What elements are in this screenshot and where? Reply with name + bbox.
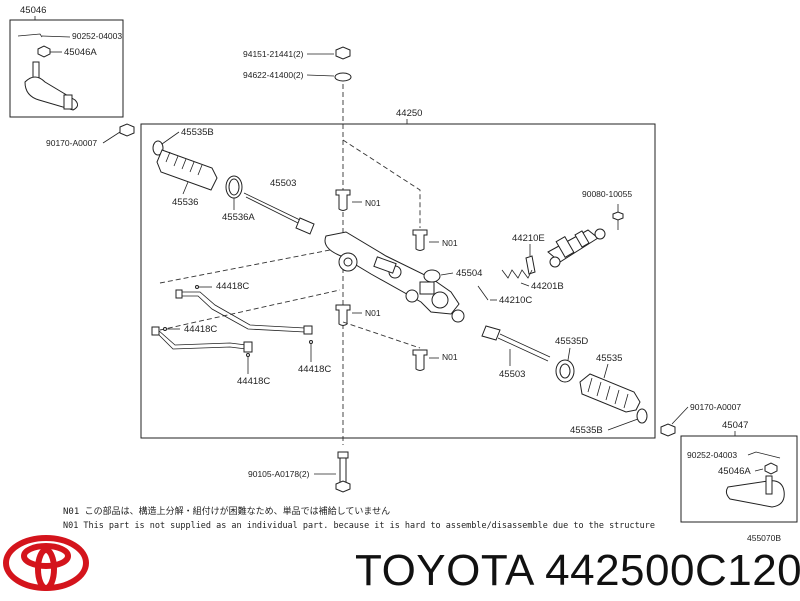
valve-bolt-head [612, 211, 624, 221]
label-45504: 45504 [456, 268, 482, 279]
rack-end-right [481, 325, 551, 362]
seal-44210e [525, 255, 536, 275]
label-90252-04003-bottom: 90252-04003 [687, 450, 737, 460]
clip-part [17, 33, 43, 38]
castle-nut-right [764, 462, 778, 475]
label-45503-left: 45503 [270, 178, 296, 189]
label-45503-right: 45503 [499, 369, 525, 380]
label-45535: 45535 [596, 353, 622, 364]
lock-nut-right [660, 423, 676, 437]
toyota-logo-icon [3, 535, 89, 591]
label-n01-b: N01 [442, 238, 458, 248]
top-left-tie-rod-inset: 45046 90252-04003 45046A [9, 5, 124, 118]
tie-rod-stud [32, 61, 40, 79]
label-94151-21441: 94151-21441(2) [243, 49, 304, 59]
bushing-n01-d [412, 349, 428, 371]
housing-seal-45504 [423, 269, 441, 283]
note-en: N01 This part is not supplied as an indi… [63, 521, 655, 531]
label-94622-41400: 94622-41400(2) [243, 70, 304, 80]
assembly-frame [140, 123, 656, 439]
label-44201b: 44201B [531, 281, 564, 292]
label-90080-10055: 90080-10055 [582, 189, 632, 199]
label-n01-a: N01 [365, 198, 381, 208]
bushing-n01-b [412, 229, 428, 251]
label-45535b-right: 45535B [570, 425, 603, 436]
label-44418c-b: 44418C [184, 324, 217, 335]
mount-washer [334, 72, 352, 82]
castle-nut [37, 45, 51, 58]
label-45535b-left: 45535B [181, 127, 214, 138]
label-45046a-bottom: 45046A [718, 466, 751, 477]
label-45047: 45047 [722, 420, 748, 431]
control-valve [547, 228, 606, 268]
label-90252-04003-top: 90252-04003 [72, 31, 122, 41]
figure-number: 455070B [747, 533, 781, 543]
boot-clamp-left [152, 140, 164, 156]
label-45536a: 45536A [222, 212, 255, 223]
label-44210e: 44210E [512, 233, 545, 244]
lock-nut-left [119, 123, 135, 137]
mount-bolt [335, 451, 351, 493]
label-n01-d: N01 [442, 352, 458, 362]
bottom-right-tie-rod-inset: 45047 90252-04003 45046A [680, 420, 798, 523]
bushing-n01-a [335, 189, 351, 211]
label-45535d: 45535D [555, 336, 588, 347]
note-jp: N01 この部品は、構造上分解・組付けが困難なため、単品では補給していません [63, 505, 390, 517]
spring-44201b [501, 269, 533, 279]
tube-left-lower [151, 326, 253, 353]
boot-right [579, 373, 641, 413]
tie-rod-collar [63, 94, 73, 110]
label-90170-a0007-top: 90170-A0007 [46, 138, 97, 148]
tube-left-upper [175, 289, 313, 335]
label-45536: 45536 [172, 197, 198, 208]
mount-nut [335, 46, 351, 60]
product-title: TOYOTA 442500C120 [355, 546, 800, 595]
tie-rod-end-right [725, 480, 785, 508]
label-44418c-d: 44418C [298, 364, 331, 375]
label-n01-c: N01 [365, 308, 381, 318]
label-44418c-c: 44418C [237, 376, 270, 387]
label-45046a-top: 45046A [64, 47, 97, 58]
boot-clamp-right [636, 408, 648, 424]
seal-44210c [477, 285, 489, 301]
boot-left [156, 149, 218, 191]
clip-part-right [747, 451, 781, 459]
label-90105-a0178: 90105-A0178(2) [248, 469, 310, 479]
rack-housing [324, 231, 465, 323]
label-44418c-a: 44418C [216, 281, 249, 292]
label-45046: 45046 [20, 5, 46, 16]
label-44250: 44250 [396, 108, 422, 119]
rack-end-left [243, 192, 315, 235]
label-44210c: 44210C [499, 295, 532, 306]
bushing-n01-c [335, 304, 351, 326]
label-90170-a0007-bottom: 90170-A0007 [690, 402, 741, 412]
